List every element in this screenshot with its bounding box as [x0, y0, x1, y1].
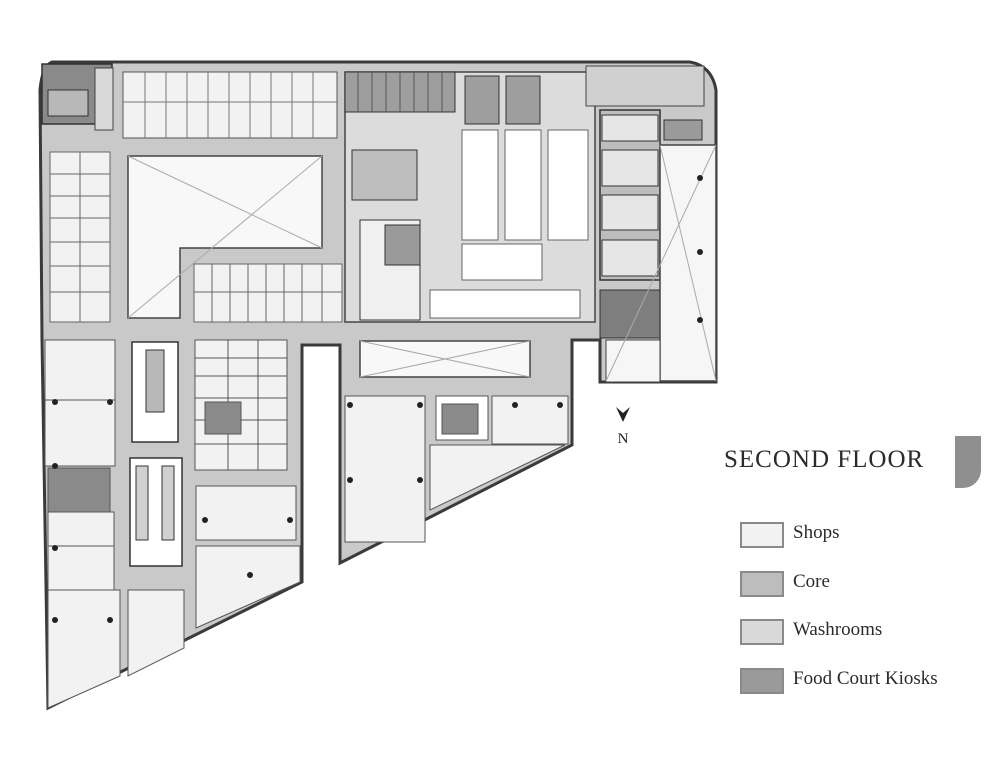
legend-swatch	[740, 619, 784, 645]
left-shops	[49, 151, 111, 323]
top-shops	[122, 71, 338, 139]
lower-right-shops	[344, 395, 569, 543]
title-tab-decoration	[955, 436, 981, 488]
core-top-left	[41, 63, 114, 131]
legend-label: Shops	[793, 522, 840, 543]
food-court	[344, 71, 596, 323]
escalators	[129, 341, 183, 567]
legend-label: Washrooms	[793, 619, 883, 640]
mid-lower-shops	[194, 339, 301, 629]
lower-left-shops	[44, 339, 185, 709]
atrium-void	[127, 155, 323, 319]
compass: N	[612, 404, 634, 448]
bridge-void	[359, 340, 531, 378]
legend-swatch	[740, 571, 784, 597]
legend-label: Food Court Kiosks	[793, 668, 938, 689]
legend-swatch	[740, 668, 784, 694]
legend-label: Core	[793, 571, 830, 592]
north-arrow-icon	[616, 407, 630, 422]
core-right	[585, 65, 705, 339]
legend-swatch	[740, 522, 784, 548]
floor-title: SECOND FLOOR	[724, 446, 925, 473]
middle-shops	[193, 263, 343, 323]
compass-label: N	[617, 431, 629, 447]
structural-columns	[52, 175, 703, 623]
right-void	[605, 144, 717, 383]
